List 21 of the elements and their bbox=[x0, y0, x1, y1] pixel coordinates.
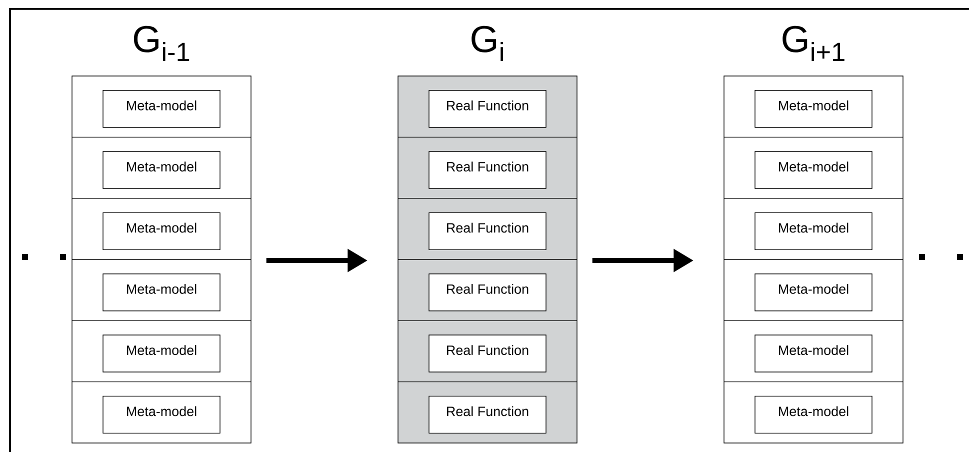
model-box: Meta-model bbox=[754, 396, 872, 434]
column-heading: G$_{i+1}$ bbox=[782, 26, 844, 61]
model-box: Meta-model bbox=[754, 334, 872, 372]
column-heading: G$_{i}$ bbox=[472, 26, 503, 61]
column-heading: G$_{i-1}$ bbox=[134, 26, 190, 61]
model-box: Meta-model bbox=[754, 90, 872, 128]
model-box: Real Function bbox=[428, 90, 546, 128]
model-box: Meta-model bbox=[102, 151, 220, 189]
model-box: Real Function bbox=[428, 334, 546, 372]
model-box: Meta-model bbox=[754, 151, 872, 189]
model-box: Meta-model bbox=[102, 334, 220, 372]
model-box: Real Function bbox=[428, 396, 546, 434]
model-box: Meta-model bbox=[102, 90, 220, 128]
model-box: Meta-model bbox=[102, 212, 220, 250]
model-box: Meta-model bbox=[102, 396, 220, 434]
model-box: Real Function bbox=[428, 273, 546, 312]
model-box: Meta-model bbox=[754, 273, 872, 312]
model-box: Meta-model bbox=[754, 212, 872, 250]
model-box: Real Function bbox=[428, 151, 546, 189]
model-box: Meta-model bbox=[102, 273, 220, 312]
model-box: Real Function bbox=[428, 212, 546, 250]
